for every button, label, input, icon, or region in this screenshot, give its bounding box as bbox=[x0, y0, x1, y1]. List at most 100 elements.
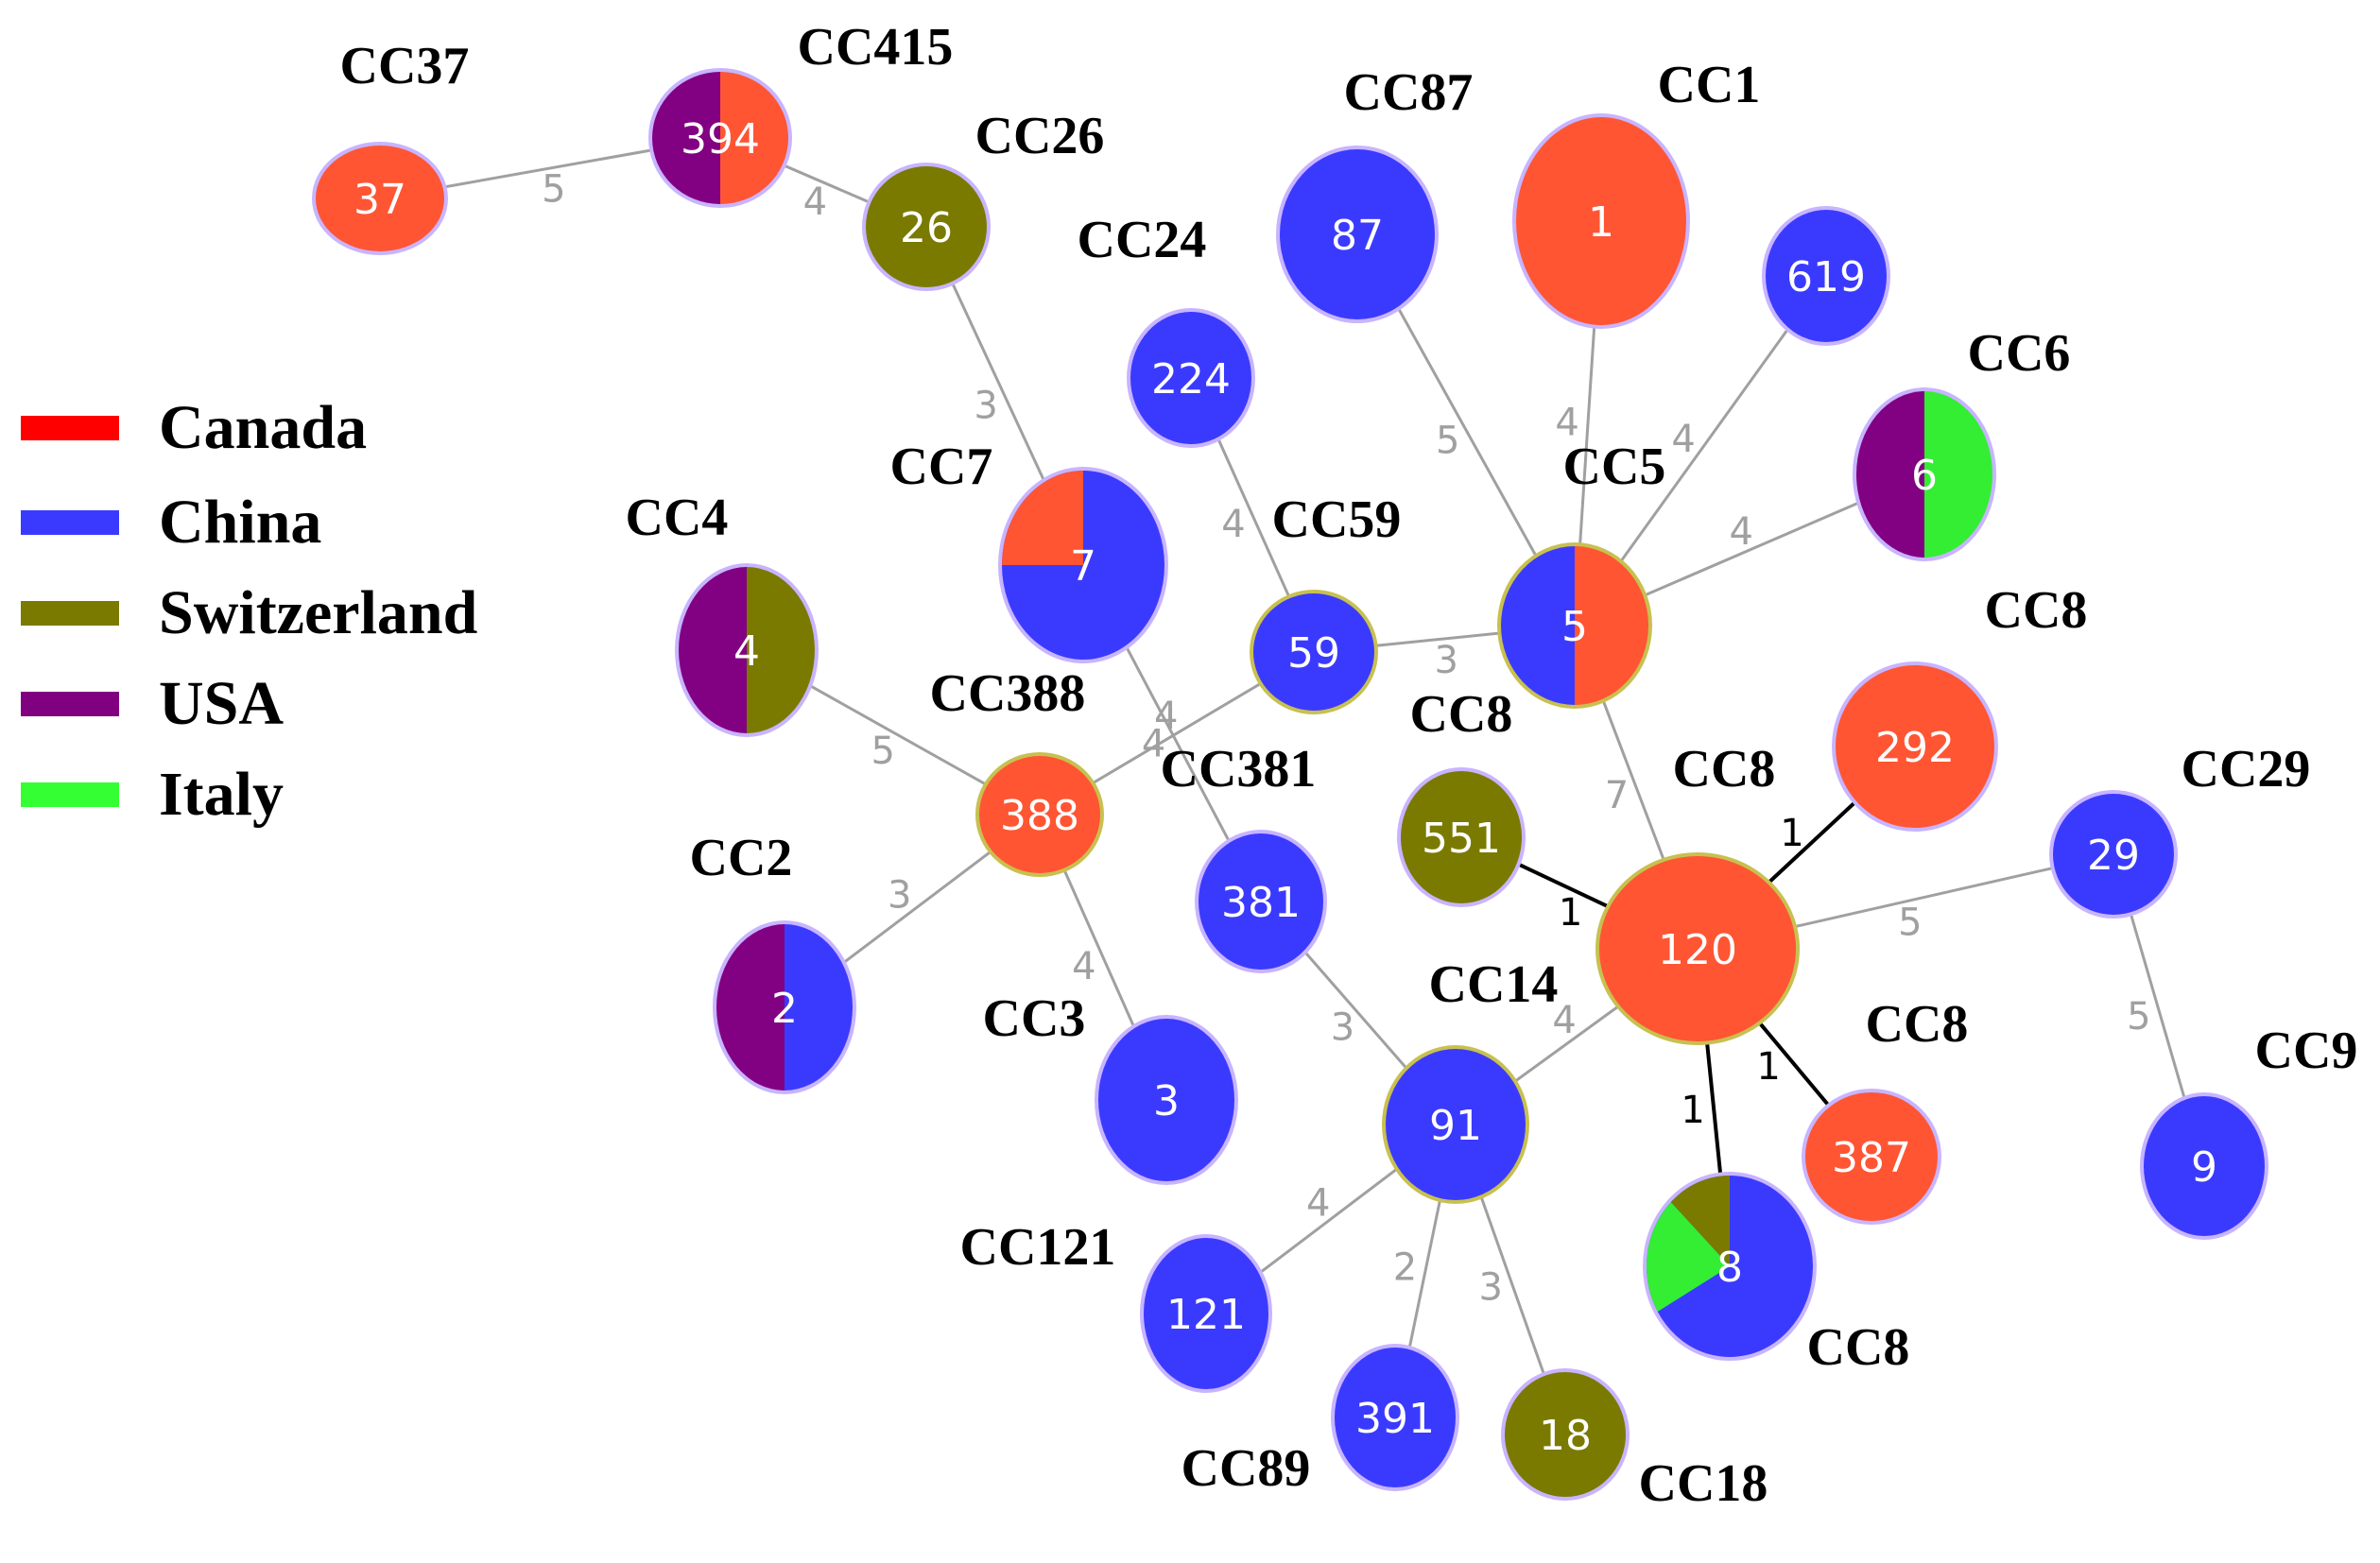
edge-label: 7 bbox=[1605, 774, 1629, 817]
edge-label: 3 bbox=[1434, 639, 1457, 682]
legend-swatch-china bbox=[21, 510, 119, 535]
cc-label-cc6: CC6 bbox=[1968, 324, 2071, 383]
legend-item-switzerland: Switzerland bbox=[17, 582, 546, 644]
node-fill-canada bbox=[1002, 471, 1083, 565]
legend-label-china: China bbox=[159, 488, 322, 557]
node-st1[interactable]: 1 bbox=[1512, 113, 1690, 329]
node-fill-canada bbox=[979, 756, 1100, 873]
node-label: 87 bbox=[1331, 212, 1384, 260]
edge-label: 4 bbox=[1730, 510, 1753, 554]
node-st7[interactable]: 7 bbox=[998, 467, 1168, 663]
node-fill-usa bbox=[652, 72, 720, 204]
node-fill-china bbox=[2053, 794, 2174, 915]
edge-label: 1 bbox=[1756, 1045, 1780, 1089]
node-st224[interactable]: 224 bbox=[1127, 308, 1255, 448]
node-label: 7 bbox=[1070, 542, 1096, 591]
node-st91[interactable]: 91 bbox=[1382, 1045, 1529, 1204]
node-label: 381 bbox=[1221, 879, 1301, 927]
node-label: 551 bbox=[1422, 815, 1501, 863]
cc-label-cc1: CC1 bbox=[1658, 56, 1761, 114]
legend-item-italy: Italy bbox=[17, 764, 546, 826]
node-st3[interactable]: 3 bbox=[1095, 1015, 1238, 1185]
node-st59[interactable]: 59 bbox=[1250, 590, 1378, 714]
node-st551[interactable]: 551 bbox=[1397, 767, 1526, 907]
node-st87[interactable]: 87 bbox=[1276, 146, 1439, 323]
node-st121[interactable]: 121 bbox=[1140, 1234, 1272, 1393]
legend-swatch-italy bbox=[21, 782, 119, 807]
legend-item-usa: USA bbox=[17, 673, 546, 735]
legend-label-usa: USA bbox=[159, 669, 285, 738]
cc-label-cc24: CC24 bbox=[1078, 211, 1207, 269]
node-st394[interactable]: 394 bbox=[648, 68, 792, 208]
cc-label-cc2: CC2 bbox=[690, 829, 793, 887]
legend-swatch-usa bbox=[21, 692, 119, 716]
cc-label-cc8: CC8 bbox=[1673, 740, 1776, 799]
cc-label-cc8: CC8 bbox=[1410, 685, 1513, 744]
node-label: 619 bbox=[1786, 253, 1866, 301]
node-st120[interactable]: 120 bbox=[1595, 852, 1800, 1045]
edge-label: 2 bbox=[1393, 1246, 1417, 1290]
node-label: 292 bbox=[1875, 724, 1955, 772]
node-fill-china bbox=[785, 924, 853, 1091]
node-st26[interactable]: 26 bbox=[862, 163, 991, 291]
node-label: 224 bbox=[1151, 355, 1231, 404]
node-st391[interactable]: 391 bbox=[1331, 1344, 1459, 1491]
node-label: 391 bbox=[1355, 1395, 1435, 1443]
cc-label-cc9: CC9 bbox=[2255, 1022, 2358, 1080]
cc-label-cc381: CC381 bbox=[1161, 740, 1317, 799]
edge-label: 4 bbox=[1306, 1181, 1330, 1225]
node-st292[interactable]: 292 bbox=[1832, 661, 1998, 832]
cc-label-cc3: CC3 bbox=[983, 989, 1086, 1048]
node-fill-canada bbox=[1836, 665, 1994, 828]
cc-label-cc37: CC37 bbox=[340, 37, 470, 95]
node-label: 26 bbox=[900, 204, 953, 252]
node-fill-canada bbox=[720, 72, 788, 204]
node-st388[interactable]: 388 bbox=[975, 752, 1104, 877]
legend-swatch-canada bbox=[21, 416, 119, 440]
node-st6[interactable]: 6 bbox=[1853, 387, 1996, 561]
node-fill-switzerland bbox=[866, 166, 987, 287]
node-fill-italy bbox=[1646, 1202, 1730, 1312]
node-fill-usa bbox=[716, 924, 785, 1091]
node-fill-switzerland bbox=[1670, 1176, 1730, 1266]
node-fill-switzerland bbox=[1505, 1372, 1626, 1497]
node-st387[interactable]: 387 bbox=[1802, 1089, 1941, 1225]
node-fill-china bbox=[1144, 1238, 1268, 1389]
node-st4[interactable]: 4 bbox=[675, 563, 819, 737]
edge-label: 4 bbox=[1552, 999, 1576, 1042]
node-label: 120 bbox=[1658, 926, 1737, 974]
node-st2[interactable]: 2 bbox=[713, 920, 856, 1094]
node-fill-canada bbox=[1599, 856, 1796, 1041]
node-label: 6 bbox=[1911, 452, 1938, 500]
edge-label: 4 bbox=[1671, 418, 1695, 461]
node-fill-canada bbox=[1575, 546, 1648, 705]
cc-label-cc8: CC8 bbox=[1985, 581, 2088, 640]
node-fill-china bbox=[1766, 210, 1887, 342]
edge-label: 4 bbox=[1154, 695, 1178, 738]
node-st381[interactable]: 381 bbox=[1195, 830, 1327, 973]
node-st619[interactable]: 619 bbox=[1762, 206, 1890, 346]
edge-label: 4 bbox=[1142, 722, 1165, 765]
node-st18[interactable]: 18 bbox=[1501, 1368, 1630, 1501]
node-st8[interactable]: 8 bbox=[1643, 1172, 1817, 1361]
node-label: 1 bbox=[1588, 198, 1614, 247]
cc-label-cc14: CC14 bbox=[1429, 955, 1559, 1014]
node-st5[interactable]: 5 bbox=[1497, 542, 1652, 709]
node-fill-canada bbox=[316, 146, 444, 251]
cc-label-cc59: CC59 bbox=[1272, 490, 1402, 549]
node-st9[interactable]: 9 bbox=[2140, 1092, 2268, 1240]
node-fill-china bbox=[1253, 593, 1374, 711]
node-label: 5 bbox=[1561, 603, 1588, 651]
cc-label-cc8: CC8 bbox=[1807, 1318, 1910, 1377]
node-st29[interactable]: 29 bbox=[2049, 790, 2178, 919]
legend-label-italy: Italy bbox=[159, 760, 284, 829]
node-fill-china bbox=[1098, 1019, 1234, 1181]
node-st37[interactable]: 37 bbox=[312, 142, 448, 255]
edge-label: 1 bbox=[1780, 812, 1803, 855]
node-fill-switzerland bbox=[1401, 771, 1522, 903]
edge-label: 4 bbox=[1072, 945, 1095, 988]
node-label: 9 bbox=[2191, 1143, 2217, 1192]
node-label: 388 bbox=[1000, 792, 1079, 840]
cc-label-cc18: CC18 bbox=[1639, 1454, 1768, 1513]
